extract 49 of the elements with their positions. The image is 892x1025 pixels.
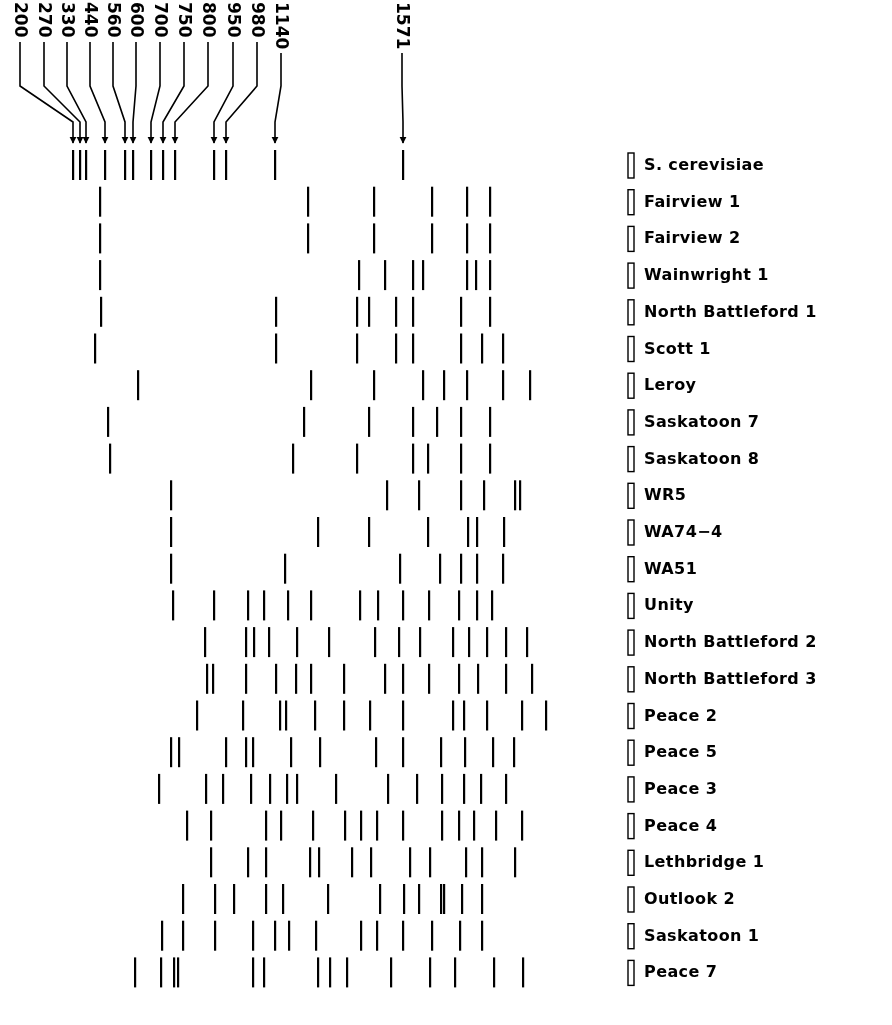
size-label: 440: [81, 2, 99, 38]
strain-label: S. cerevisiae: [644, 154, 765, 176]
strain-label: WA51: [644, 557, 698, 580]
strain-label: Lethbridge 1: [644, 851, 765, 874]
strain-label: Unity: [644, 594, 694, 617]
arrow: [147, 41, 161, 144]
arrow: [159, 41, 185, 144]
arrow: [171, 41, 209, 144]
strain-label: Peace 5: [644, 741, 718, 764]
strain-label: Wainwright 1: [644, 264, 769, 287]
size-label: 800: [199, 2, 217, 38]
arrow: [129, 41, 137, 144]
size-label: 750: [175, 2, 193, 38]
arrow: [222, 41, 258, 144]
arrow: [43, 41, 84, 144]
strain-label: WA74−4: [644, 521, 723, 543]
arrow: [210, 41, 234, 144]
size-label: 270: [35, 2, 53, 38]
strain-label: Peace 7: [644, 961, 718, 984]
strain-label: North Battleford 1: [644, 300, 817, 323]
strain-label: Outlook 2: [644, 888, 736, 910]
strain-label: Saskatoon 8: [644, 447, 760, 470]
arrow: [89, 41, 109, 144]
size-label: 700: [151, 2, 169, 38]
size-label: 200: [11, 2, 29, 38]
size-label: 980: [248, 2, 266, 38]
size-label: 560: [104, 2, 122, 38]
arrow: [66, 41, 90, 144]
strain-label: Scott 1: [644, 337, 711, 360]
strain-label: Saskatoon 1: [644, 924, 760, 947]
strain-label: Peace 4: [644, 814, 718, 837]
strain-label: Peace 2: [644, 704, 718, 727]
size-label: 330: [58, 2, 76, 38]
strain-label: Leroy: [644, 374, 697, 397]
strain-label: WR5: [644, 484, 687, 507]
size-label: 600: [127, 2, 145, 38]
strain-label: North Battleford 2: [644, 631, 817, 654]
strain-label: North Battleford 3: [644, 667, 817, 690]
strain-label: Peace 3: [644, 777, 718, 800]
arrow: [271, 52, 282, 144]
size-label: 1140: [272, 2, 290, 50]
arrow: [112, 41, 129, 144]
arrow: [19, 41, 77, 144]
arrow: [399, 52, 407, 144]
strain-label: Fairview 2: [644, 227, 741, 250]
size-label: 950: [224, 2, 242, 38]
strain-label: Saskatoon 7: [644, 410, 760, 433]
size-label: 1571: [393, 2, 411, 50]
strain-label: Fairview 1: [644, 190, 741, 213]
